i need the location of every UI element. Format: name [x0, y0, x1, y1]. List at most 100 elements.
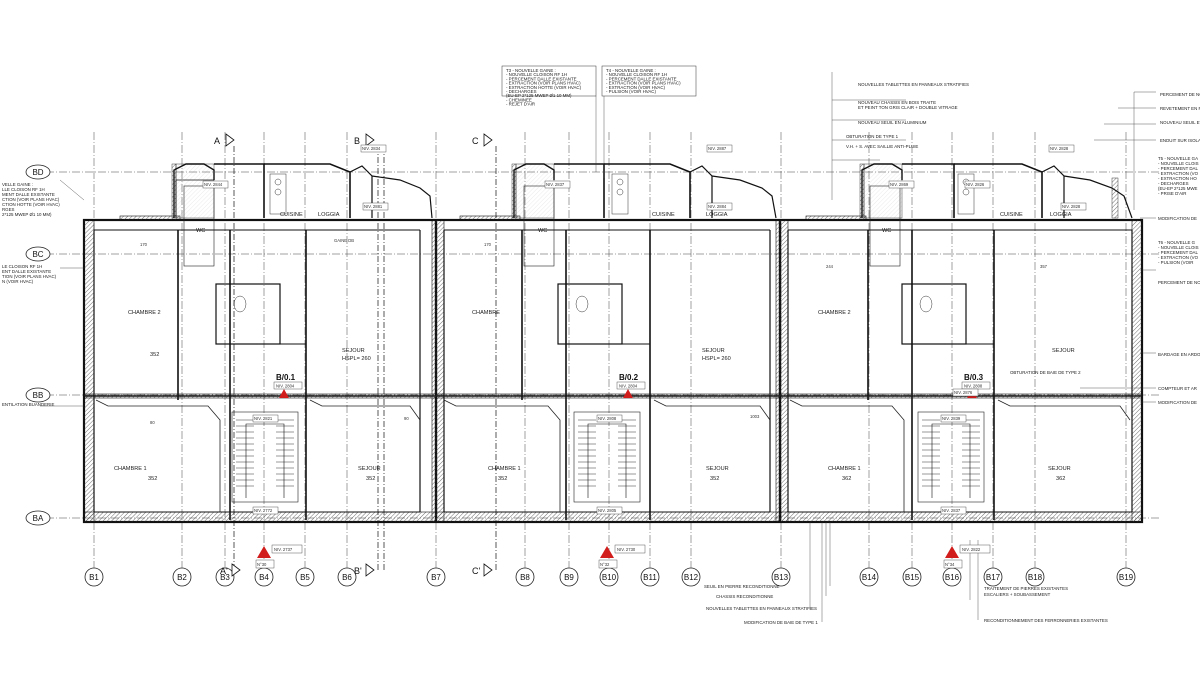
bottom-note: SEUIL EN PIERRE RECONDITIONNE	[704, 584, 780, 589]
axis-bubble-bd: BD	[25, 164, 51, 180]
note-t3-line: (EU-EP 2*125 MWEP Ø1 10 MM)	[506, 93, 572, 98]
level-box	[596, 414, 623, 423]
entrance-level: NIV. 2730	[617, 547, 636, 552]
level-box	[360, 144, 387, 153]
axis-bubble-b17: B17	[983, 567, 1003, 587]
level-box	[964, 180, 991, 189]
room-chambre-1: CHAMBRE 1	[488, 466, 521, 472]
section-arrow-icon	[483, 563, 493, 577]
right-note: T6 - NOUVELLE G	[1158, 240, 1196, 245]
axis-bubble-ba: BA	[25, 510, 51, 526]
unit-level: NIV. 2808	[964, 384, 983, 389]
room-area: 362	[842, 476, 851, 482]
axis-bubble-label: B19	[1119, 573, 1134, 582]
note-t3-line: - REJET D'AIR	[506, 102, 535, 107]
axis-bubble-b4: B4	[254, 567, 274, 587]
room-loggia: LOGGIA	[706, 212, 728, 218]
left-note: CTION (VOIR PLANS HVAC)	[2, 197, 60, 202]
left-note: MENT DALLE EXISTANTE	[2, 192, 55, 197]
axis-bubble-circle	[295, 567, 315, 587]
dimension: 357	[1040, 264, 1048, 269]
dimension: 80	[150, 420, 155, 425]
dimension: 244	[826, 264, 834, 269]
stair-treads	[922, 419, 980, 498]
axis-bubble-label: B16	[945, 573, 960, 582]
axis-bubble-circle	[515, 567, 535, 587]
room-wc: WC	[882, 228, 891, 234]
room-area: 352	[148, 476, 157, 482]
section-arrow-icon	[225, 133, 235, 147]
entrance-marker-icon	[945, 546, 959, 558]
axis-bubble-label: BB	[33, 391, 44, 400]
right-note: ENDUIT SUR ISOLA	[1160, 138, 1200, 143]
level-label: NIV. 2808	[598, 416, 617, 421]
note-t4-line: - PERCEMENT DALLE EXISTANTE	[606, 76, 677, 81]
axis-bubble-ellipse	[25, 387, 51, 403]
staircases	[183, 185, 985, 503]
entrance-marker-inner-icon	[623, 389, 633, 398]
axis-bubble-label: B8	[520, 573, 530, 582]
entrance-marker-icon	[257, 546, 271, 558]
axis-bubble-bc: BC	[25, 246, 51, 262]
axis-bubble-ellipse	[25, 164, 51, 180]
horizontal-axis-bubbles: BD BC BB BA	[25, 164, 51, 526]
level-label: NIV. 2839	[942, 416, 961, 421]
room-chambre: CHAMBRE	[472, 310, 500, 316]
axis-bubble-label: B2	[177, 573, 187, 582]
level-box	[252, 414, 279, 423]
note-t3-line: - NOUVELLE CLOISON RF 1H	[506, 72, 567, 77]
section-arrow-icon	[365, 133, 375, 147]
right-note: - DECHARGES	[1158, 181, 1189, 186]
entrance-level-box	[614, 544, 646, 554]
level-label: NIV. 2869	[890, 182, 909, 187]
axis-bubble-circle	[640, 567, 660, 587]
dimension: 90	[404, 416, 409, 421]
room-loggia: LOGGIA	[1050, 212, 1072, 218]
axis-bubble-label: B4	[259, 573, 269, 582]
room-chambre-1: CHAMBRE 1	[114, 466, 147, 472]
axis-bubble-ellipse	[25, 246, 51, 262]
axis-bubble-circle	[1025, 567, 1045, 587]
level-box	[952, 388, 979, 397]
room-area: 352	[150, 352, 159, 358]
right-note: - PERCEMENT DAL	[1158, 166, 1198, 171]
left-note: TION (VOIR PLANS HVAC)	[2, 274, 57, 279]
axis-bubble-label: B10	[602, 573, 617, 582]
right-note: MODIFICATION DE	[1158, 216, 1197, 221]
wall-hatching	[83, 215, 1143, 523]
axis-bubble-b6: B6	[337, 567, 357, 587]
right-note: - EXTRACTION HO	[1158, 176, 1197, 181]
right-note: T5 - NOUVELLE GA	[1158, 156, 1198, 161]
section-marker-c: C	[472, 136, 479, 146]
level-box	[706, 202, 733, 211]
gaine-label: GAINE DB	[334, 238, 354, 243]
axis-bubble-b15: B15	[902, 567, 922, 587]
left-note: CTION HOTTE (VOIR HVAC)	[2, 202, 60, 207]
unit-level: NIV. 2804	[619, 384, 638, 389]
room-chambre-1: CHAMBRE 1	[828, 466, 861, 472]
level-label: NIV. 2876	[954, 390, 973, 395]
room-area: 352	[366, 476, 375, 482]
right-note: BARDAGE EN ARDO	[1158, 352, 1200, 357]
stair-arrow	[245, 423, 285, 498]
leader-lines	[40, 72, 1156, 622]
level-label: NIV. 2772	[254, 508, 273, 513]
axis-bubble-b2: B2	[172, 567, 192, 587]
entrance-number: N°30	[257, 562, 267, 567]
axis-bubble-circle	[681, 567, 701, 587]
level-label: NIV. 2805	[598, 508, 617, 513]
section-arrow-icon	[483, 133, 493, 147]
bottom-note: MODIFICATION DE BAIE DE TYPE 1	[744, 620, 818, 625]
bottom-note: RECONDITIONNEMENT DES FERRONNERIES EXIST…	[984, 618, 1108, 623]
level-label: NIV. 2887	[708, 146, 727, 151]
axis-bubble-b8: B8	[515, 567, 535, 587]
entrance-level-box	[959, 544, 991, 554]
right-note: - PULSION (VOIR	[1158, 260, 1193, 265]
axis-bubble-b7: B7	[426, 567, 446, 587]
left-note: LLE CLOISON RF 1H	[2, 187, 45, 192]
room-area: 362	[1056, 476, 1065, 482]
axis-bubble-circle	[1116, 567, 1136, 587]
room-area: 352	[498, 476, 507, 482]
axis-bubble-circle	[902, 567, 922, 587]
level-label: NIV. 2834	[362, 146, 381, 151]
